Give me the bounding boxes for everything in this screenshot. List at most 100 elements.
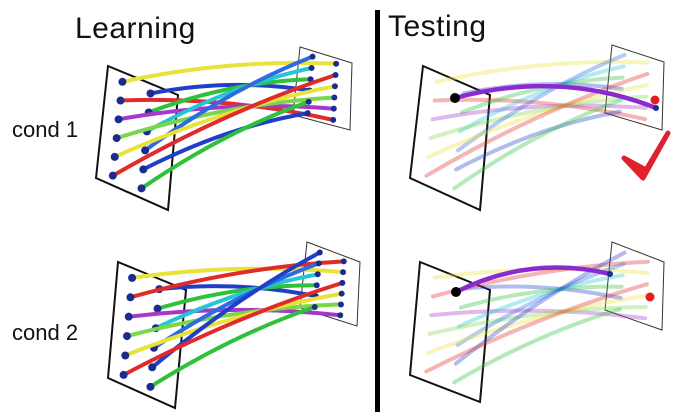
trajectory-curve: [121, 280, 345, 377]
end-dot: [338, 290, 345, 297]
start-plane: [106, 260, 188, 410]
end-dot: [304, 110, 311, 117]
end-dot: [340, 258, 347, 265]
end-dot: [330, 105, 337, 112]
end-dot: [314, 271, 321, 278]
target-dot: [650, 95, 660, 105]
start-dot: [148, 363, 157, 372]
end-dot: [331, 94, 338, 101]
end-dot: [315, 260, 322, 267]
end-dot: [316, 249, 323, 256]
trajectory-curve: [155, 283, 319, 311]
trajectory-curve: [141, 111, 310, 172]
start-dot: [153, 304, 162, 313]
test-end-dot: [607, 271, 613, 277]
trajectory-curve: [112, 84, 337, 159]
trajectory-curve: [429, 308, 648, 321]
trajectory-curve: [453, 250, 627, 366]
trajectory-curve: [432, 97, 648, 122]
start-dot: [141, 146, 150, 155]
cond-2-label: cond 2: [12, 320, 79, 345]
cond-1-label: cond 1: [12, 117, 79, 142]
section-divider: [375, 10, 380, 412]
trajectory-curve: [452, 98, 623, 191]
start-dot: [139, 165, 148, 174]
trajectory-curve: [123, 291, 344, 358]
end-plane: [604, 44, 665, 131]
trajectory-curve: [116, 104, 336, 122]
trajectory-curve: [434, 59, 651, 84]
end-dot: [337, 312, 344, 319]
end-dot: [339, 279, 346, 286]
start-dot: [121, 351, 130, 360]
trajectory-curve: [152, 261, 321, 350]
start-plane: [94, 64, 180, 212]
test-trajectory: [453, 265, 613, 295]
end-dot: [331, 83, 338, 90]
trajectory-curve: [452, 307, 622, 385]
end-plane: [292, 46, 353, 131]
end-dot: [340, 269, 347, 276]
test-end-dot: [653, 105, 659, 111]
trajectory-curve: [144, 65, 314, 134]
start-dot: [118, 77, 127, 86]
check-mark-icon: [621, 130, 671, 181]
test-start-dot: [450, 93, 460, 103]
trajectory-curve: [456, 52, 627, 153]
trajectory-curve: [460, 284, 623, 300]
trajectory-curve: [120, 60, 339, 84]
trajectory-curve: [457, 273, 625, 329]
trajectory-curve: [454, 109, 622, 172]
test-start-dot: [451, 287, 461, 297]
trajectory-curve: [139, 99, 311, 191]
start-dot: [122, 332, 131, 341]
end-dot: [307, 76, 314, 83]
start-plane: [408, 260, 492, 404]
start-dot: [146, 382, 155, 391]
start-dot: [108, 171, 117, 180]
end-dot: [305, 98, 312, 105]
end-dot: [311, 304, 318, 311]
testing-header: Testing: [388, 10, 487, 43]
learning-cond-2-panel: [106, 241, 361, 410]
start-dot: [112, 134, 121, 143]
trajectory-curve: [110, 73, 338, 178]
end-dot: [313, 282, 320, 289]
trajectory-curve: [157, 284, 318, 299]
trajectory-curve: [457, 64, 626, 134]
trajectory-curve: [148, 305, 317, 389]
start-dot: [128, 273, 137, 282]
end-dot: [309, 53, 316, 60]
end-dot: [333, 60, 340, 67]
trajectory-curve: [424, 71, 650, 178]
start-dot: [119, 370, 128, 379]
trajectory-curve: [126, 307, 343, 319]
end-dot: [332, 72, 339, 79]
start-dot: [124, 312, 133, 321]
trajectory-curve: [430, 103, 648, 122]
trajectory-curve: [148, 82, 312, 96]
trajectory-curve: [153, 272, 320, 331]
trajectory-curve: [424, 282, 649, 374]
trajectory-curve: [130, 266, 346, 280]
trajectory-curve: [146, 77, 313, 115]
trajectory-curve: [427, 305, 648, 336]
start-dot: [114, 115, 123, 124]
trajectory-curve: [428, 94, 649, 141]
start-dot: [126, 293, 135, 302]
testing-cond-1-panel: [408, 44, 665, 212]
target-dot: [645, 292, 655, 302]
end-dot: [330, 116, 337, 123]
end-dot: [308, 64, 315, 71]
test-trajectory: [452, 83, 659, 111]
start-dot: [110, 152, 119, 161]
start-dot: [146, 89, 155, 98]
end-dot: [337, 301, 344, 308]
trajectory-curve: [425, 293, 649, 355]
start-dot: [137, 184, 146, 193]
end-plane: [604, 241, 665, 331]
start-plane: [408, 64, 492, 212]
learning-cond-1-panel: [94, 46, 353, 212]
learning-header: Learning: [75, 12, 196, 45]
